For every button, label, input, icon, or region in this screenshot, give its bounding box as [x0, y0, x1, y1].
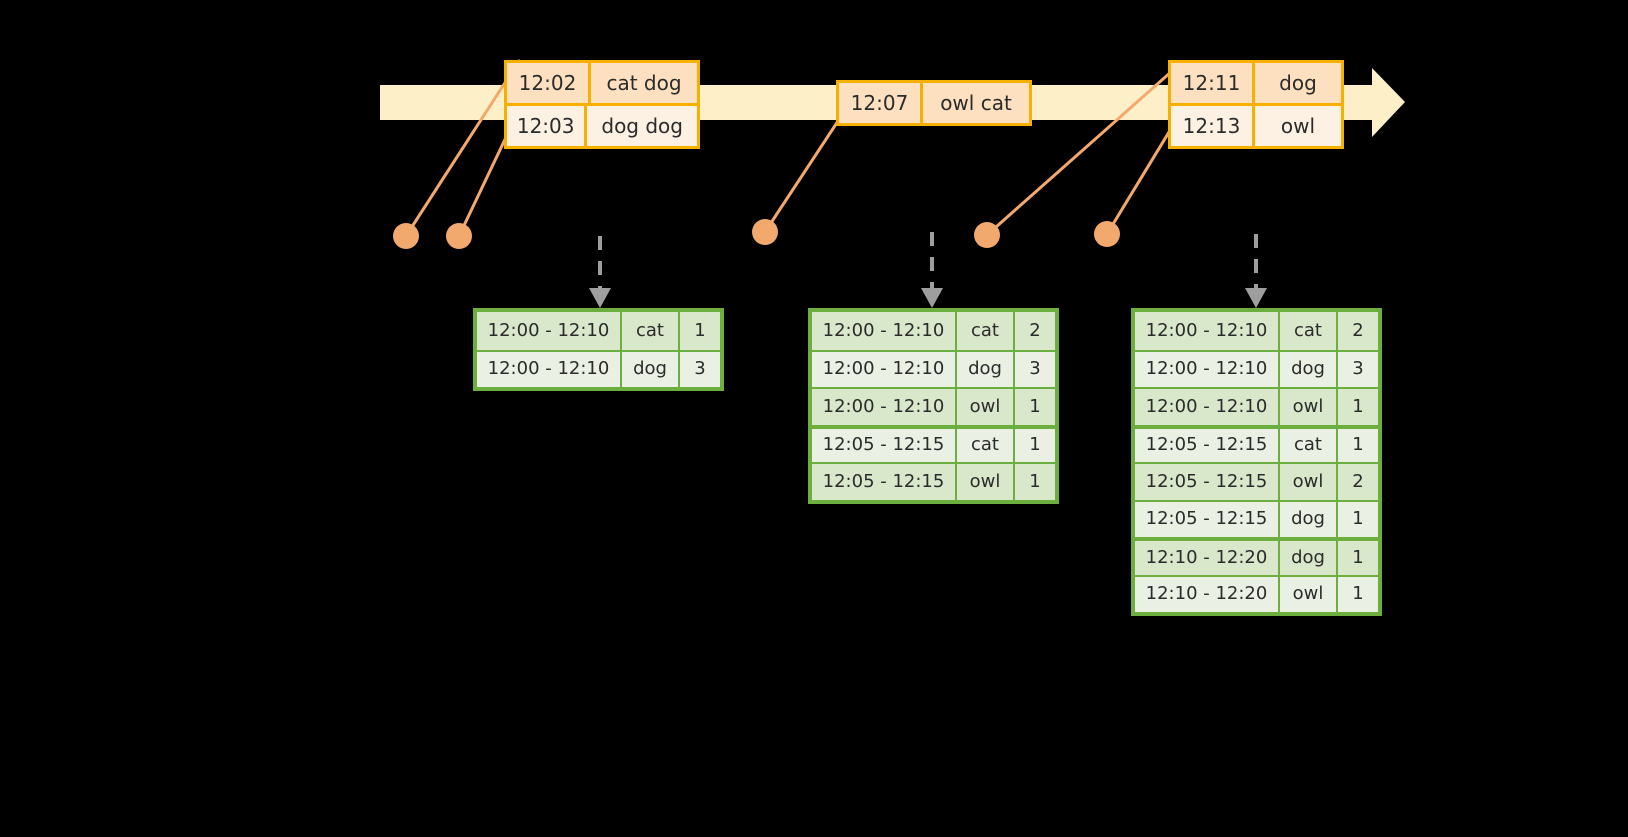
event-row[interactable]: 12:11 dog — [1171, 63, 1341, 103]
cell-word: owl — [957, 464, 1015, 500]
event-row[interactable]: 12:13 owl — [1171, 103, 1341, 146]
cell-count: 3 — [1352, 358, 1364, 380]
cell-word: cat — [622, 312, 680, 350]
event-group-1[interactable]: 12:02 cat dog 12:03 dog dog — [504, 60, 700, 149]
cell-count: 2 — [1029, 319, 1041, 341]
connector-line-3 — [763, 116, 842, 234]
cell-word: dog — [1280, 351, 1338, 387]
event-row[interactable]: 12:03 dog dog — [507, 103, 697, 146]
cell-window: 12:00 - 12:10 — [477, 312, 622, 350]
connector-line-1 — [404, 59, 521, 238]
cell-count: 1 — [1352, 546, 1364, 568]
cell-window: 12:05 - 12:15 — [812, 428, 957, 462]
cell-window: 12:00 - 12:10 — [477, 351, 622, 387]
cell-count: 1 — [1029, 470, 1041, 492]
cell-word: owl — [1280, 464, 1338, 500]
cell-count: 1 — [1352, 583, 1364, 605]
cell-count: 1 — [1029, 434, 1041, 456]
cell-window: 12:00 - 12:10 — [812, 351, 957, 387]
event-words: dog — [1279, 71, 1317, 95]
cell-word: cat — [1280, 312, 1338, 350]
cell-count: 1 — [694, 319, 706, 341]
cell-word: owl — [957, 389, 1015, 425]
cell-window: 12:10 - 12:20 — [1135, 541, 1280, 575]
cell-window: 12:00 - 12:10 — [1135, 312, 1280, 350]
cell-window: 12:10 - 12:20 — [1135, 576, 1280, 612]
cell-count: 1 — [1352, 508, 1364, 530]
cell-window: 12:00 - 12:10 — [812, 312, 957, 350]
cell-window: 12:05 - 12:15 — [812, 464, 957, 500]
cell-word: owl — [1280, 576, 1338, 612]
trigger-arrow-1 — [589, 236, 611, 308]
cell-word: dog — [1280, 541, 1338, 575]
event-time: 12:07 — [839, 83, 923, 123]
cell-word: cat — [957, 312, 1015, 350]
cell-count: 3 — [1029, 358, 1041, 380]
trigger-arrow-2 — [921, 232, 943, 308]
event-words: owl — [1280, 114, 1316, 138]
cell-count: 3 — [694, 358, 706, 380]
event-dot-2 — [446, 223, 472, 249]
event-time: 12:02 — [507, 63, 591, 103]
event-dot-4 — [974, 222, 1000, 248]
cell-count: 2 — [1352, 470, 1364, 492]
cell-word: cat — [957, 428, 1015, 462]
event-time: 12:13 — [1171, 106, 1255, 146]
cell-window: 12:05 - 12:15 — [1135, 464, 1280, 500]
cell-count: 1 — [1352, 434, 1364, 456]
cell-count: 1 — [1029, 395, 1041, 417]
event-row[interactable]: 12:07 owl cat — [839, 83, 1029, 123]
trigger-arrows — [589, 232, 1267, 308]
event-dot-1 — [393, 223, 419, 249]
cell-word: dog — [957, 351, 1015, 387]
cell-count: 1 — [1352, 395, 1364, 417]
cell-window: 12:00 - 12:10 — [812, 389, 957, 425]
event-dot-3 — [752, 219, 778, 245]
cell-window: 12:00 - 12:10 — [1135, 351, 1280, 387]
cell-window: 12:05 - 12:15 — [1135, 428, 1280, 462]
event-group-2[interactable]: 12:07 owl cat — [836, 80, 1032, 126]
cell-window: 12:00 - 12:10 — [1135, 389, 1280, 425]
cell-count: 2 — [1352, 319, 1364, 341]
event-dot-5 — [1094, 221, 1120, 247]
event-words: dog dog — [601, 114, 683, 138]
event-time: 12:03 — [507, 106, 588, 146]
cell-word: owl — [1280, 389, 1338, 425]
event-time: 12:11 — [1171, 63, 1255, 103]
event-words: cat dog — [606, 71, 682, 95]
trigger-arrow-3 — [1245, 234, 1267, 308]
cell-word: cat — [1280, 428, 1338, 462]
event-row[interactable]: 12:02 cat dog — [507, 63, 697, 103]
event-words: owl cat — [940, 91, 1012, 115]
event-group-3[interactable]: 12:11 dog 12:13 owl — [1168, 60, 1344, 149]
cell-word: dog — [622, 351, 680, 387]
cell-word: dog — [1280, 501, 1338, 537]
cell-window: 12:05 - 12:15 — [1135, 501, 1280, 537]
event-dots — [393, 219, 1120, 249]
